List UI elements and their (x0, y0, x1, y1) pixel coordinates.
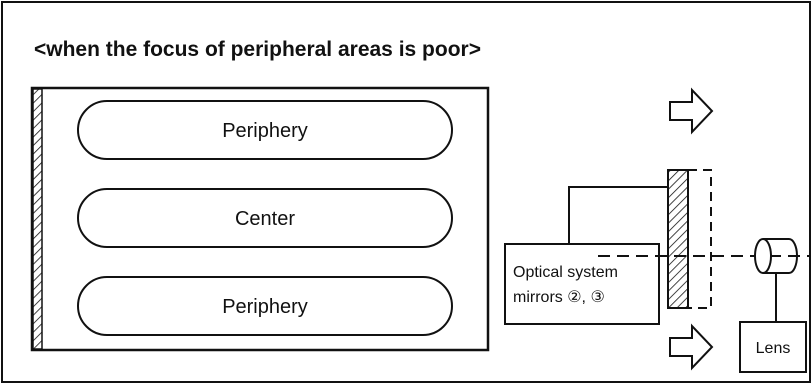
pill-periphery-bottom: Periphery (77, 276, 453, 336)
optical-system-box: Optical system mirrors ②, ③ (504, 243, 660, 325)
lens-cylinder-icon (754, 238, 798, 274)
pill-center: Center (77, 188, 453, 248)
screen-hatched-edge (32, 88, 43, 350)
pill-label: Periphery (222, 296, 308, 318)
optical-box-line1: Optical system (513, 264, 618, 281)
right-arrow-top-icon (669, 87, 714, 135)
lens-label: Lens (756, 340, 791, 357)
diagram-title: <when the focus of peripheral areas is p… (34, 38, 481, 61)
pill-label: Periphery (222, 120, 308, 142)
pill-periphery-top: Periphery (77, 100, 453, 160)
optical-connector-line (568, 186, 668, 244)
outer-frame (1, 1, 811, 383)
right-arrow-bottom-icon (669, 323, 714, 371)
mirror-shift-outline (688, 169, 712, 309)
screen-panel (30, 86, 490, 352)
optical-box-line2: mirrors ②, ③ (513, 289, 605, 306)
mirror-plate (667, 169, 689, 309)
lens-box: Lens (739, 321, 807, 373)
pill-label: Center (235, 208, 295, 230)
